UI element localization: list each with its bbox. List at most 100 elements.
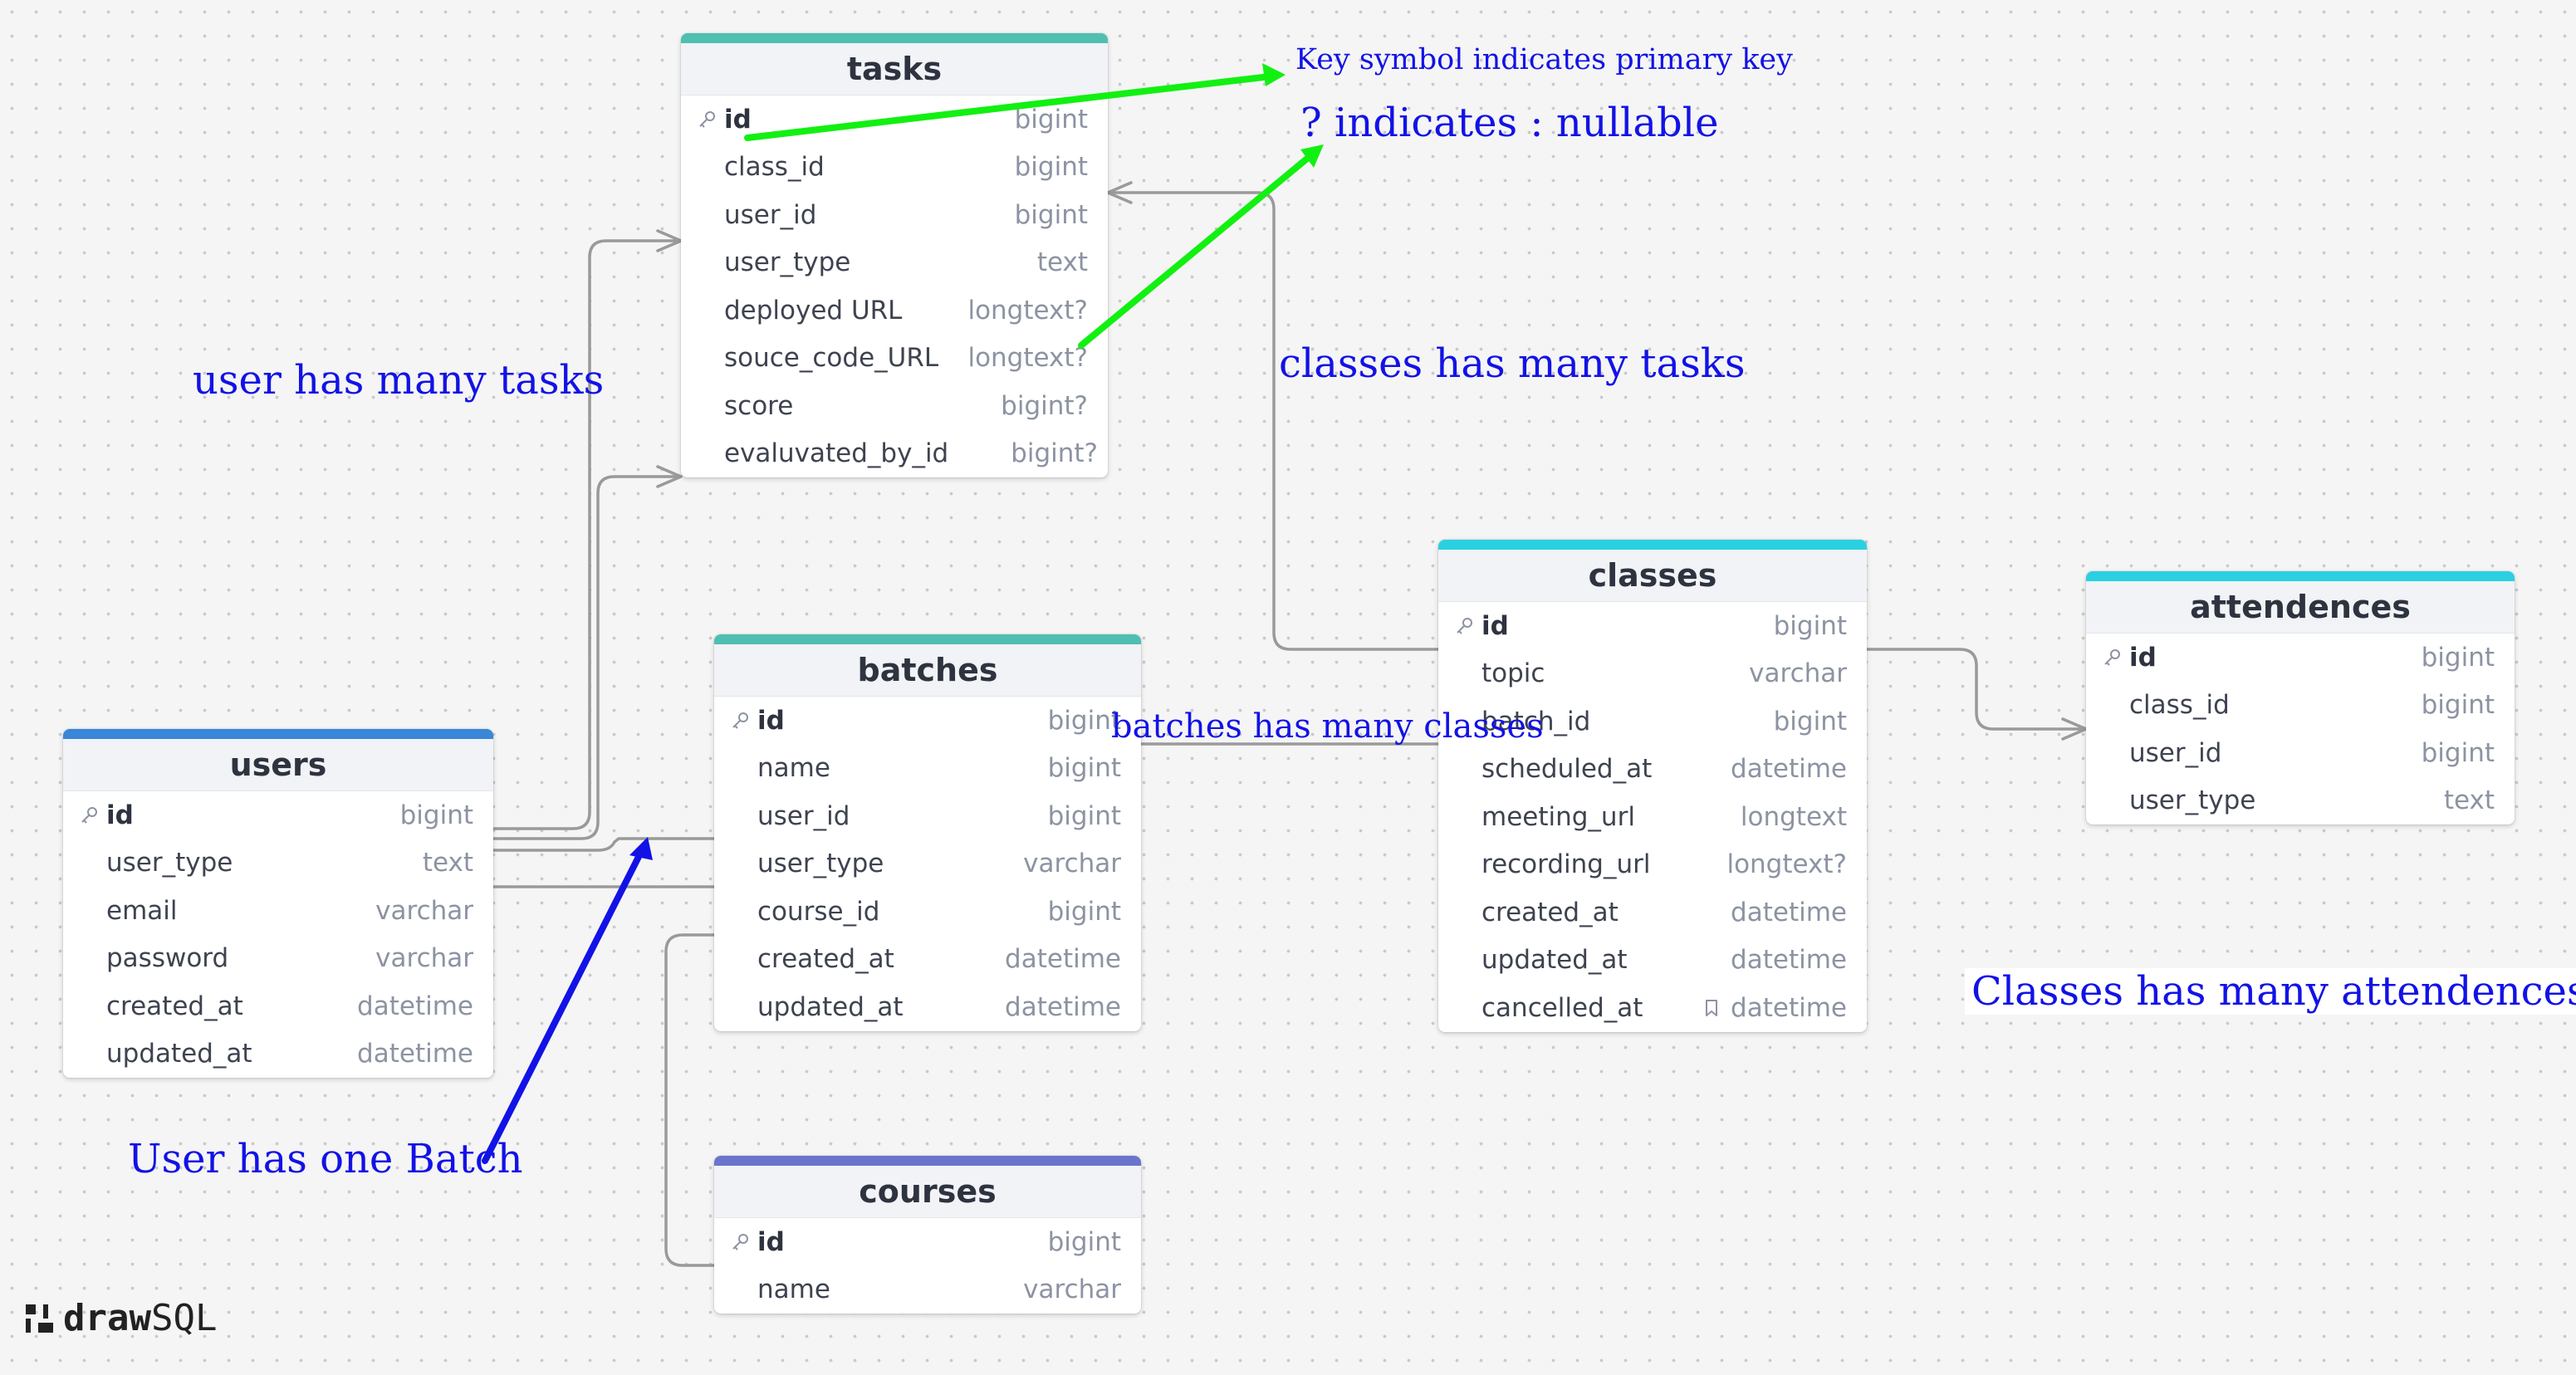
column-row-recording-url[interactable]: recording_url longtext?: [1438, 841, 1867, 889]
column-name-wrap: id: [731, 1227, 785, 1257]
table-attendences[interactable]: attendences id bigint class_id bigint us…: [2086, 571, 2515, 825]
column-row-updated-at[interactable]: updated_at datetime: [1438, 937, 1867, 985]
column-row-class-id[interactable]: class_id bigint: [681, 144, 1108, 192]
column-type: datetime: [357, 1039, 473, 1069]
column-row-created-at[interactable]: created_at datetime: [714, 936, 1141, 984]
column-name: user_type: [106, 848, 233, 878]
table-title: tasks: [681, 43, 1108, 95]
column-row-id[interactable]: id bigint: [63, 791, 493, 839]
column-name-wrap: deployed URL: [698, 296, 902, 325]
table-title: attendences: [2086, 581, 2515, 634]
column-row-meeting-url[interactable]: meeting_url longtext: [1438, 793, 1867, 841]
column-name-wrap: class_id: [2103, 690, 2230, 720]
column-row-updated-at[interactable]: updated_at datetime: [714, 983, 1141, 1031]
column-name: recording_url: [1481, 849, 1651, 880]
column-row-id[interactable]: id bigint: [2086, 634, 2515, 682]
column-list: id bigint name bigint user_id bigint use…: [714, 697, 1141, 1031]
column-name-wrap: name: [731, 753, 830, 783]
column-name-wrap: name: [731, 1275, 830, 1304]
column-type: datetime: [1731, 992, 1847, 1023]
arrow-nullable: [1078, 151, 1315, 349]
column-type: bigint: [1047, 1226, 1121, 1257]
column-type: bigint: [1047, 896, 1121, 927]
crowsfoot-tasks-classes: [1106, 181, 1133, 204]
column-row-score[interactable]: score bigint?: [681, 382, 1108, 430]
column-row-user-type[interactable]: user_type varchar: [714, 840, 1141, 888]
column-row-user-type[interactable]: user_type text: [681, 239, 1108, 287]
key-icon: [1455, 617, 1481, 635]
column-name-wrap: created_at: [1455, 898, 1619, 927]
column-row-course-id[interactable]: course_id bigint: [714, 888, 1141, 936]
column-row-class-id[interactable]: class_id bigint: [2086, 682, 2515, 730]
arrowhead-primary-key: [1262, 63, 1286, 86]
key-icon: [80, 806, 106, 825]
bookmark-icon[interactable]: [1704, 999, 1719, 1017]
column-name-wrap: user_type: [2103, 785, 2255, 815]
column-name-wrap: topic: [1455, 658, 1545, 688]
column-name-wrap: updated_at: [1455, 945, 1628, 975]
column-row-name[interactable]: name bigint: [714, 745, 1141, 793]
column-row-id[interactable]: id bigint: [714, 697, 1141, 745]
column-row-deployed-url[interactable]: deployed URL longtext?: [681, 286, 1108, 335]
column-row-id[interactable]: id bigint: [714, 1218, 1141, 1266]
column-name: created_at: [1481, 897, 1619, 927]
table-users[interactable]: users id bigint user_type text email var…: [63, 729, 493, 1078]
column-name: souce_code_URL: [724, 343, 939, 374]
column-row-cancelled-at[interactable]: cancelled_at datetime: [1438, 984, 1867, 1032]
column-type: longtext?: [967, 295, 1088, 325]
column-type: longtext?: [1726, 849, 1847, 880]
column-row-user-type[interactable]: user_type text: [2086, 777, 2515, 825]
column-type: bigint: [1014, 199, 1088, 230]
table-color-bar: [2086, 571, 2515, 581]
column-row-id[interactable]: id bigint: [1438, 602, 1867, 650]
column-row-updated-at[interactable]: updated_at datetime: [63, 1030, 493, 1079]
column-name-wrap: user_type: [731, 849, 884, 878]
column-type: bigint: [1047, 705, 1121, 736]
table-color-bar: [681, 33, 1108, 43]
annotation-nullable: ? indicates : nullable: [1300, 100, 1719, 146]
table-title: courses: [714, 1166, 1141, 1218]
column-row-user-type[interactable]: user_type text: [63, 839, 493, 888]
column-name-wrap: class_id: [698, 152, 825, 182]
column-row-source-code-url[interactable]: souce_code_URL longtext?: [681, 335, 1108, 383]
column-row-id[interactable]: id bigint: [681, 95, 1108, 144]
table-batches[interactable]: batches id bigint name bigint user_id bi…: [714, 634, 1141, 1031]
column-row-scheduled-at[interactable]: scheduled_at datetime: [1438, 746, 1867, 794]
column-row-user-id[interactable]: user_id bigint: [714, 792, 1141, 840]
column-row-password[interactable]: password varchar: [63, 935, 493, 983]
table-tasks[interactable]: tasks id bigint class_id bigint user_id …: [681, 33, 1108, 477]
column-type-wrap: datetime: [1704, 993, 1847, 1023]
column-row-user-id[interactable]: user_id bigint: [2086, 729, 2515, 777]
column-name-wrap: evaluvated_by_id: [698, 438, 948, 468]
column-row-evaluated-by-id[interactable]: evaluvated_by_id bigint?: [681, 430, 1108, 478]
annotation-user-batch: User has one Batch: [128, 1136, 523, 1182]
arrowhead-nullable: [1300, 144, 1324, 168]
table-courses[interactable]: courses id bigint name varchar: [714, 1156, 1141, 1314]
column-type: bigint: [1047, 800, 1121, 831]
column-row-user-id[interactable]: user_id bigint: [681, 191, 1108, 239]
table-title: classes: [1438, 550, 1867, 602]
column-type: longtext: [1740, 801, 1847, 832]
column-name: user_type: [2129, 785, 2256, 816]
column-name: evaluvated_by_id: [724, 438, 949, 469]
column-name: email: [106, 895, 178, 926]
column-type: datetime: [1005, 944, 1121, 975]
column-name-wrap: user_type: [698, 247, 850, 277]
column-name: scheduled_at: [1481, 754, 1653, 785]
column-type: varchar: [375, 895, 473, 926]
column-row-created-at[interactable]: created_at datetime: [1438, 888, 1867, 937]
column-name: cancelled_at: [1481, 992, 1643, 1023]
crowsfoot-tasks-evaluator: [656, 465, 683, 488]
table-classes[interactable]: classes id bigint topic varchar batch_id…: [1438, 540, 1867, 1032]
crowsfoot-tasks-user: [656, 229, 683, 252]
crowsfoot-attendences: [2061, 717, 2088, 741]
column-row-name[interactable]: name varchar: [714, 1266, 1141, 1314]
column-row-batch-id[interactable]: batch_id bigint: [1438, 697, 1867, 746]
column-name-wrap: id: [698, 105, 752, 135]
column-row-created-at[interactable]: created_at datetime: [63, 982, 493, 1030]
column-row-email[interactable]: email varchar: [63, 887, 493, 935]
column-row-topic[interactable]: topic varchar: [1438, 650, 1867, 698]
relation-classes-attendences: [1865, 648, 2088, 731]
